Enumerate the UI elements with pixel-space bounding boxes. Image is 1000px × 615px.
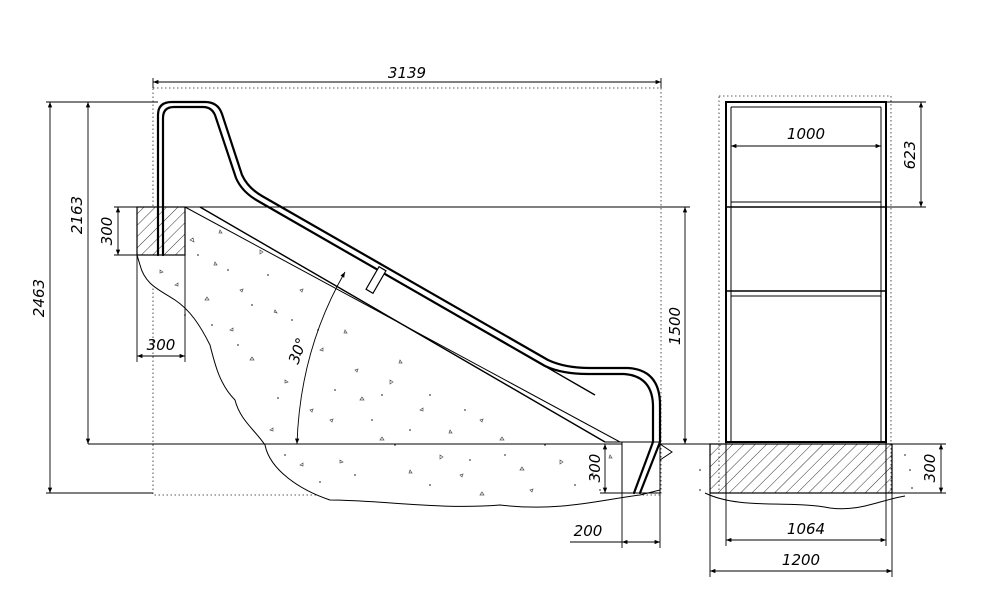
front-view: 1000 623 300 1064 1200 — [696, 95, 946, 577]
angle-arc — [295, 271, 346, 445]
dim-top-footing-width-label: 300 — [147, 336, 176, 354]
dim-total-length-label: 3139 — [388, 64, 426, 82]
side-view: 30° 3139 2463 2163 300 — [30, 64, 700, 548]
dim-total-length: 3139 — [152, 64, 662, 88]
front-ground-contour — [704, 492, 906, 510]
dim-front-footing-depth-label: 300 — [921, 454, 939, 483]
front-footing — [709, 443, 893, 494]
dim-platform-height-label: 2163 — [68, 196, 86, 234]
dim-total-height-label: 2463 — [30, 279, 48, 317]
dim-bottom-footing-depth: 300 — [586, 444, 622, 494]
concrete-body — [136, 206, 661, 508]
slide-rail-inner — [161, 105, 655, 495]
dim-slide-drop: 1500 — [185, 206, 690, 444]
front-bounding-box — [718, 95, 892, 494]
dim-top-footing-depth-label: 300 — [98, 217, 116, 246]
dim-footing-width-label: 1064 — [787, 520, 825, 538]
dim-slide-drop-label: 1500 — [666, 307, 684, 345]
dim-overall-width-label: 1200 — [782, 551, 820, 569]
slide-joint — [365, 265, 387, 295]
dim-bottom-footing-width: 200 — [570, 493, 661, 548]
front-soil-texture — [699, 454, 913, 491]
dim-inner-width: 1000 — [731, 125, 881, 149]
top-footing — [136, 206, 186, 256]
dim-inner-width-label: 1000 — [787, 125, 825, 143]
dim-top-panel: 623 — [886, 101, 926, 208]
dim-top-footing-width: 300 — [136, 255, 186, 362]
dim-top-footing-depth: 300 — [98, 206, 137, 256]
slide-underside-line — [184, 206, 621, 443]
dim-total-height: 2463 — [30, 101, 158, 494]
front-frame — [725, 101, 887, 443]
slide-rail-outer — [156, 100, 662, 495]
dim-platform-height: 2163 — [68, 101, 158, 444]
dim-top-panel-label: 623 — [901, 141, 919, 170]
dim-bottom-footing-width-label: 200 — [574, 522, 603, 540]
slide-surface — [259, 201, 596, 396]
dim-footing-width: 1064 — [725, 493, 887, 546]
dim-overall-width: 1200 — [709, 493, 893, 577]
dim-front-footing-depth: 300 — [892, 444, 946, 494]
ground-break — [659, 443, 673, 461]
concrete-texture — [159, 229, 613, 496]
dim-bottom-footing-depth-label: 300 — [586, 454, 604, 483]
